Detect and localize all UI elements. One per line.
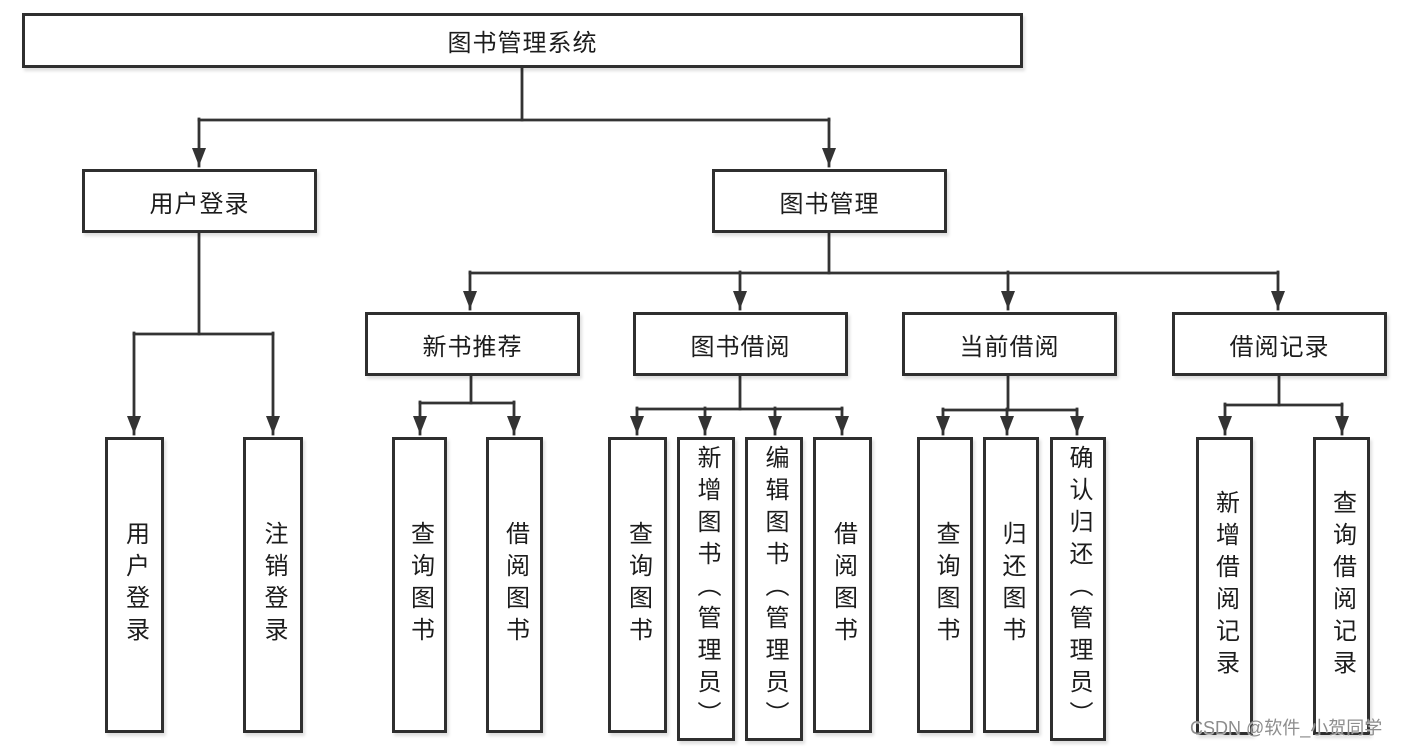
leaf-query-book-2: 查询图书 — [608, 437, 667, 733]
node-root: 图书管理系统 — [22, 13, 1023, 68]
leaf-logout: 注销登录 — [243, 437, 303, 733]
node-new-book-recommend: 新书推荐 — [365, 312, 580, 376]
leaf-query-book-3-label: 查询图书 — [932, 521, 959, 649]
leaf-query-book-2-label: 查询图书 — [624, 521, 652, 649]
leaf-logout-label: 注销登录 — [260, 521, 287, 649]
leaf-query-borrow-record: 查询借阅记录 — [1313, 437, 1370, 735]
node-borrow-record-label: 借阅记录 — [1229, 333, 1330, 361]
node-user-login: 用户登录 — [82, 169, 317, 233]
node-book-borrow-label: 图书借阅 — [690, 333, 791, 361]
leaf-query-book-1: 查询图书 — [392, 437, 447, 733]
leaf-user-login: 用户登录 — [105, 437, 164, 733]
leaf-query-borrow-record-label: 查询借阅记录 — [1328, 490, 1356, 682]
node-user-login-label: 用户登录 — [149, 190, 250, 218]
leaf-borrow-book-1: 借阅图书 — [486, 437, 543, 733]
node-new-book-recommend-label: 新书推荐 — [422, 333, 523, 361]
leaf-edit-book-admin: 编辑图书（管理员） — [745, 437, 803, 741]
node-root-label: 图书管理系统 — [447, 30, 598, 57]
node-book-borrow: 图书借阅 — [633, 312, 848, 376]
node-book-management-label: 图书管理 — [779, 190, 880, 218]
node-borrow-record: 借阅记录 — [1172, 312, 1387, 376]
leaf-add-borrow-record-label: 新增借阅记录 — [1211, 490, 1239, 682]
leaf-confirm-return-admin: 确认归还（管理员） — [1050, 437, 1106, 741]
leaf-borrow-book-2-label: 借阅图书 — [829, 521, 857, 649]
leaf-borrow-book-1-label: 借阅图书 — [501, 521, 529, 649]
csdn-watermark: CSDN @软件_小贺同学 — [1190, 718, 1383, 738]
leaf-add-book-admin: 新增图书（管理员） — [677, 437, 735, 741]
node-book-management: 图书管理 — [712, 169, 947, 233]
leaf-add-book-admin-label: 新增图书（管理员） — [693, 445, 720, 733]
leaf-user-login-label: 用户登录 — [121, 521, 149, 649]
leaf-return-book: 归还图书 — [983, 437, 1039, 733]
leaf-borrow-book-2: 借阅图书 — [813, 437, 872, 733]
node-current-borrow: 当前借阅 — [902, 312, 1117, 376]
node-current-borrow-label: 当前借阅 — [959, 333, 1060, 361]
leaf-return-book-label: 归还图书 — [998, 521, 1025, 649]
leaf-confirm-return-admin-label: 确认归还（管理员） — [1065, 445, 1092, 733]
leaf-query-book-1-label: 查询图书 — [406, 521, 434, 649]
leaf-query-book-3: 查询图书 — [917, 437, 973, 733]
leaf-add-borrow-record: 新增借阅记录 — [1196, 437, 1253, 735]
leaf-edit-book-admin-label: 编辑图书（管理员） — [761, 445, 788, 733]
